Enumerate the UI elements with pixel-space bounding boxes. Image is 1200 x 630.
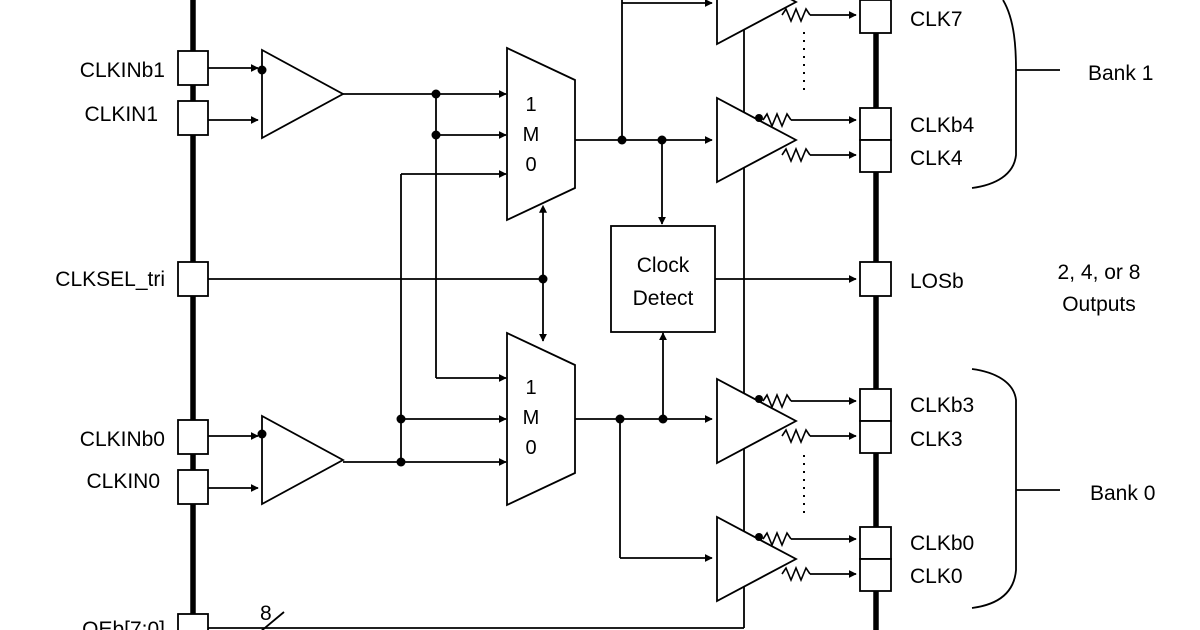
pin-clkb3 (859, 388, 892, 422)
bank1-brace (971, 0, 1060, 189)
pin-oeb (177, 613, 209, 630)
input-buffer-1 (261, 48, 345, 140)
bank1-label: Bank 1 (1088, 62, 1153, 85)
label-clkb4: CLKb4 (910, 114, 975, 137)
label-clk4: CLK4 (910, 147, 963, 170)
inversion-bubble (257, 65, 267, 75)
pin-losb (859, 261, 892, 297)
label-clkin0: CLKIN0 (86, 470, 160, 493)
label-oeb: OEb[7:0] (82, 618, 165, 630)
pin-clk0 (859, 558, 892, 592)
mux-bank0-in0: 0 (525, 437, 536, 459)
output-driver-clk0 (716, 515, 798, 603)
pin-clk4 (859, 139, 892, 173)
bank0-brace (971, 368, 1060, 609)
pin-clkin1 (177, 100, 209, 136)
mux-bank0 (506, 331, 576, 507)
pin-clkinb0 (177, 419, 209, 455)
pin-clksel (177, 261, 209, 297)
clock-detect-label-2: Detect (633, 287, 694, 310)
clock-detect-block (610, 225, 716, 333)
inversion-bubble (257, 429, 267, 439)
label-clkb0: CLKb0 (910, 532, 974, 555)
label-clkin1: CLKIN1 (84, 103, 158, 126)
output-driver-clk3 (716, 377, 798, 465)
pin-clkb0 (859, 526, 892, 560)
oeb-bus-width: 8 (260, 602, 272, 625)
output-driver-clk4 (716, 96, 798, 184)
pin-clkin0 (177, 469, 209, 505)
outputs-note-1: 2, 4, or 8 (1058, 261, 1141, 284)
mux-bank1 (506, 46, 576, 222)
pin-clkinb1 (177, 50, 209, 86)
label-clk0: CLK0 (910, 565, 963, 588)
label-clksel: CLKSEL_tri (55, 268, 165, 291)
pin-clkb4 (859, 107, 892, 141)
label-clk3: CLK3 (910, 428, 963, 451)
bank0-label: Bank 0 (1090, 482, 1155, 505)
output-driver-clk7 (716, 0, 798, 46)
mux-bank0-label: M (523, 407, 540, 429)
mux-bank1-label: M (523, 124, 540, 146)
label-losb: LOSb (910, 270, 964, 293)
mux-bank1-in1: 1 (525, 94, 536, 116)
mux-bank1-in0: 0 (525, 154, 536, 176)
mux-bank0-in1: 1 (525, 377, 536, 399)
pin-clk3 (859, 420, 892, 454)
label-clk7: CLK7 (910, 8, 963, 31)
clock-detect-label-1: Clock (637, 254, 690, 277)
input-buffer-0 (261, 414, 345, 506)
label-clkinb0: CLKINb0 (80, 428, 165, 451)
pin-clk7 (859, 0, 892, 34)
label-clkinb1: CLKINb1 (80, 59, 165, 82)
label-clkb3: CLKb3 (910, 394, 974, 417)
outputs-note-2: Outputs (1062, 293, 1136, 316)
